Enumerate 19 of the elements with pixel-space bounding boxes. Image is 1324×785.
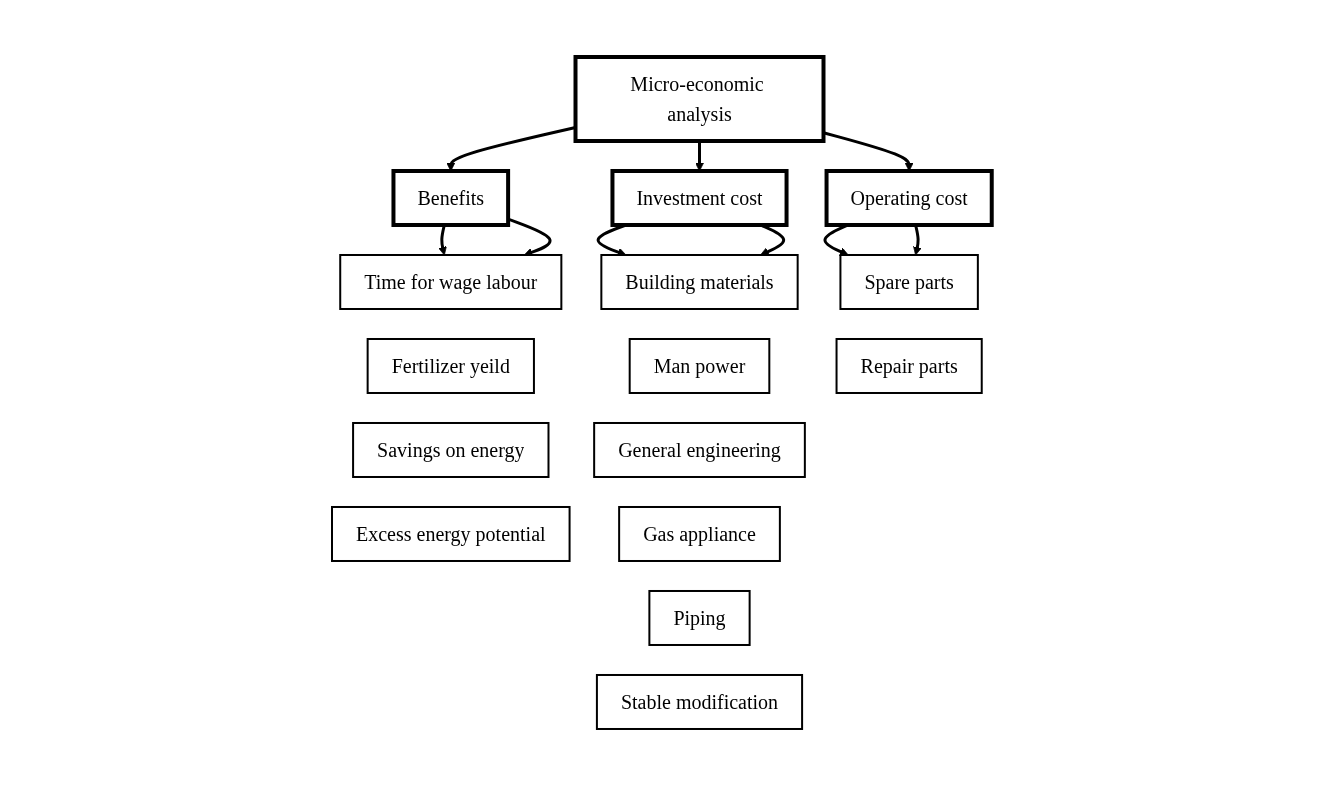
node-box: General engineering <box>593 421 806 478</box>
node-box: Fertilizer yeild <box>366 337 536 394</box>
node-box: Spare parts <box>839 253 979 310</box>
node-box: Savings on energy <box>352 421 550 478</box>
arrow <box>695 140 705 171</box>
node-box: Benefits <box>391 168 511 227</box>
node-box: Excess energy potential <box>331 505 571 562</box>
node-box: Man power <box>628 337 771 394</box>
node-box: Building materials <box>600 253 799 310</box>
node-box: Repair parts <box>835 337 983 394</box>
arrow <box>913 224 922 255</box>
node-box: Investment cost <box>610 168 789 227</box>
node-box: Piping <box>648 589 751 646</box>
node-box: Gas appliance <box>618 505 781 562</box>
node-box: Operating cost <box>824 168 994 227</box>
arrow <box>438 224 447 255</box>
node-box: Time for wage labour <box>339 253 563 310</box>
node-box: Stable modification <box>596 673 804 730</box>
node-box: Micro-economic analysis <box>573 54 826 143</box>
